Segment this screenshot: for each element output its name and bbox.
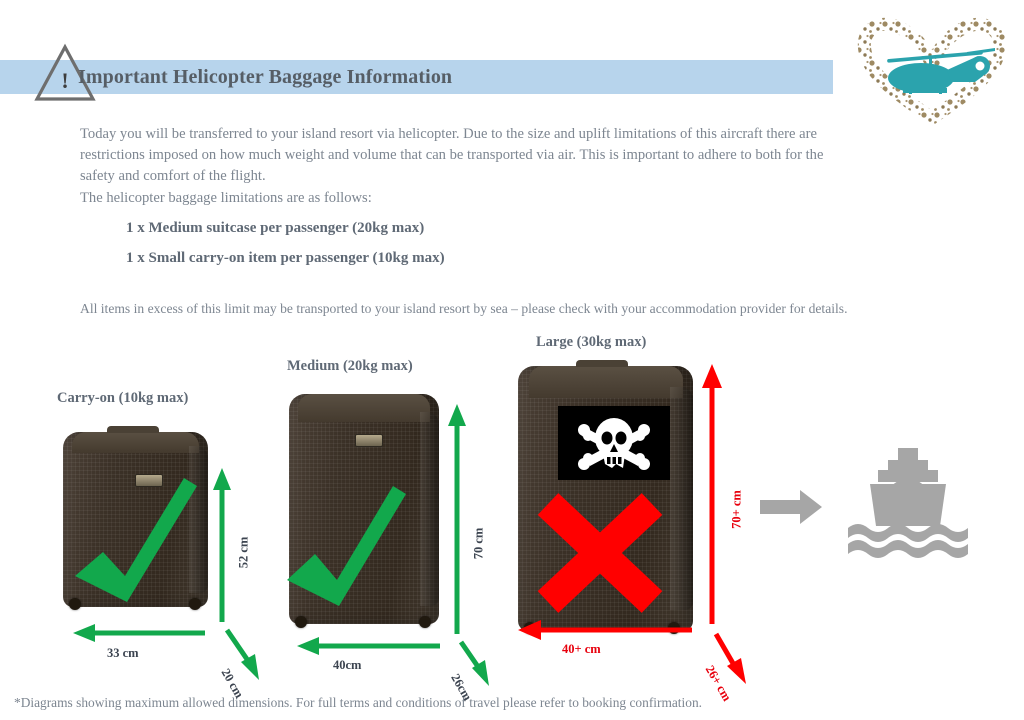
baggage-diagrams: Carry-on (10kg max) 52 cm 33: [0, 330, 1024, 704]
medium-annotations: [287, 404, 489, 686]
large-width-label: 40+ cm: [562, 642, 601, 656]
suitcase-wheel: [189, 598, 201, 610]
suitcase-handle: [107, 426, 159, 433]
suitcase-side-strip: [670, 387, 693, 610]
dimension-arrowheads: [297, 404, 489, 686]
carry-on-title: Carry-on (10kg max): [57, 390, 189, 406]
suitcase-wheel: [69, 598, 81, 610]
suitcase-handle: [576, 360, 628, 367]
limit-item-carry-on: 1 x Small carry-on item per passenger (1…: [126, 250, 445, 266]
carry-on-width-label: 33 cm: [107, 646, 139, 660]
carry-on-annotations: [73, 468, 259, 680]
carry-on-height-label: 52 cm: [236, 536, 251, 569]
footnote: *Diagrams showing maximum allowed dimens…: [14, 695, 702, 710]
red-cross-icon: [537, 493, 663, 613]
suitcase-side-strip: [419, 412, 439, 606]
excess-note: All items in excess of this limit may be…: [80, 301, 848, 316]
helicopter-heart-logo: [843, 8, 1021, 136]
dimension-arrowheads: [518, 364, 746, 684]
limit-item-medium: 1 x Medium suitcase per passenger (20kg …: [126, 220, 425, 236]
medium-width-label: 40cm: [333, 658, 362, 672]
dimension-arrows: [313, 420, 486, 676]
suitcase-lid: [71, 432, 200, 453]
suitcase-badge: [355, 434, 383, 447]
right-arrow-icon: [760, 490, 822, 524]
suitcase-wheel: [419, 616, 431, 628]
large-annotations: [518, 364, 746, 684]
medium-suitcase-body: [289, 394, 439, 624]
diagram-large: Large (30kg max): [500, 334, 790, 704]
suitcase-side-strip: [189, 446, 208, 593]
suitcase-lid: [528, 366, 683, 398]
helicopter-glyph: [887, 48, 995, 94]
page-title: Important Helicopter Baggage Information: [78, 66, 453, 88]
medium-title: Medium (20kg max): [287, 358, 413, 374]
header-band: [0, 60, 833, 94]
warning-triangle-icon: !: [34, 42, 96, 104]
svg-text:!: !: [61, 68, 68, 93]
suitcase-wheel: [295, 616, 307, 628]
green-check-icon: [287, 486, 406, 606]
diagram-carry-on: Carry-on (10kg max) 52 cm 33: [45, 390, 295, 700]
dimension-arrowheads: [73, 468, 259, 680]
suitcase-badge: [135, 474, 163, 487]
large-height-label: 70+ cm: [729, 490, 744, 529]
ship-icon: [848, 448, 968, 558]
large-title: Large (30kg max): [536, 334, 647, 350]
diagram-medium: Medium (20kg max) 70 cm 40cm: [275, 358, 535, 703]
suitcase-lid: [298, 394, 430, 422]
medium-height-label: 70 cm: [471, 527, 486, 560]
intro-paragraph: Today you will be transferred to your is…: [80, 126, 824, 184]
limitations-lead: The helicopter baggage limitations are a…: [80, 190, 372, 206]
green-check-icon: [75, 478, 197, 602]
skull-and-crossbones-flag: [558, 406, 670, 480]
